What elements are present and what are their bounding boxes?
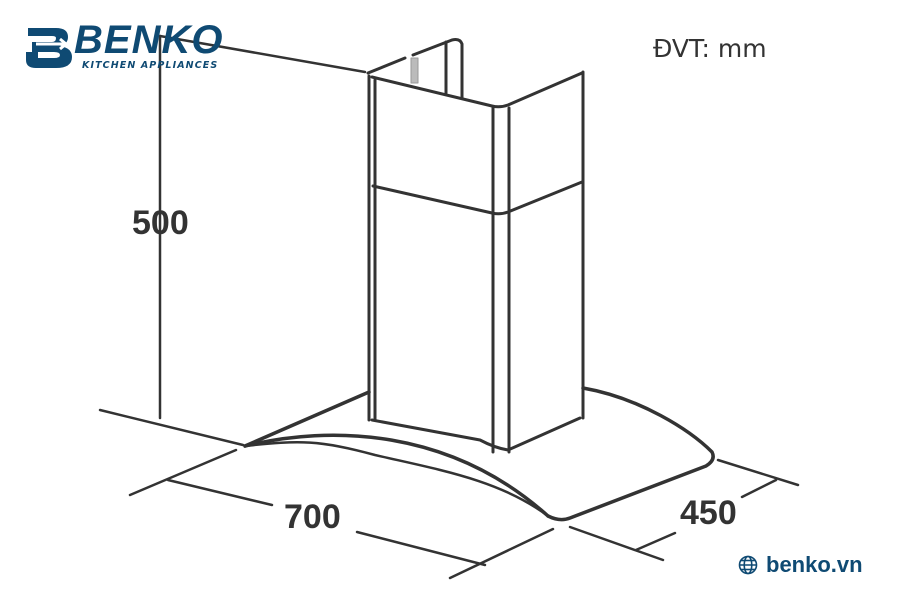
website-text: benko.vn [766, 552, 863, 577]
height-dimension-label: 500 [132, 204, 189, 242]
glass-canopy [243, 386, 715, 522]
width-dimension-lines [128, 448, 555, 580]
chimney [366, 38, 585, 454]
brand-name: BENKO [74, 18, 224, 62]
brand-b-arrow-icon [26, 28, 72, 68]
mount-bracket [410, 57, 419, 84]
brand-logo: BENKO KITCHEN APPLIANCES [22, 18, 222, 74]
globe-icon [738, 555, 758, 575]
width-dimension-label: 700 [284, 498, 341, 536]
unit-label: ĐVT: mm [653, 34, 767, 63]
website-link[interactable]: benko.vn [738, 552, 863, 578]
brand-tagline: KITCHEN APPLIANCES [82, 60, 219, 71]
height-dimension-lines [98, 34, 367, 447]
depth-dimension-label: 450 [680, 494, 737, 532]
depth-dimension-lines [568, 458, 800, 562]
